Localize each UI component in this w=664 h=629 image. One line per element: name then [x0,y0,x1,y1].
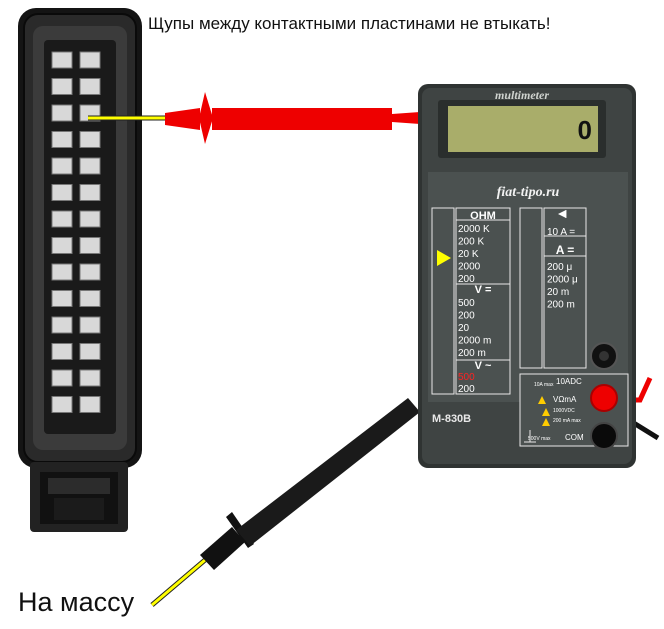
connector-pin [51,396,73,413]
ohm-range: 200 [458,274,475,285]
dca-range: 200 μ [547,262,572,273]
display-value: 0 [578,115,592,145]
dca-ranges: 200 μ 2000 μ20 m 200 m [547,262,578,311]
connector-pin [51,157,73,175]
connector-pin [79,237,101,254]
acv-range: 500 [458,372,475,383]
connector-pin [51,263,73,281]
connector-pin [79,290,101,307]
jack-vma-label: VΩmA [553,395,577,404]
connector-pin [51,343,73,360]
connector-pin [51,131,73,148]
connector-pins [51,51,101,413]
connector-pin [51,237,73,254]
connector-pin [79,210,101,228]
dcv-range: 2000 m [458,336,491,347]
connector-pin [79,316,101,334]
ground-label: На массу [18,587,135,617]
connector-pin [79,396,101,413]
connector-pin [79,131,101,148]
acv-heading: V ~ [475,360,492,372]
acv-range: 200 [458,384,475,395]
ac-max-label: 500V max [528,436,551,442]
dca-10a: 10 A = [547,227,575,238]
dca-range: 200 m [547,300,575,311]
dca-range: 20 m [547,287,569,298]
connector-pin [51,210,73,228]
connector-pin [51,369,73,387]
ohm-range: 20 K [458,249,479,260]
ohm-range: 200 K [458,237,484,248]
connector-pin [51,290,73,307]
connector-pin [79,369,101,387]
connector-pin [79,343,101,360]
meter-model: M-830B [432,413,471,425]
ohm-range: 2000 K [458,224,490,235]
dca-heading: A = [556,243,575,257]
ohm-range: 2000 [458,262,481,273]
dcv-range: 200 [458,311,475,322]
connector-pin [79,78,101,95]
dcv-range: 200 m [458,348,486,359]
max-v-label: 1000VDC [553,408,575,414]
meter-site: fiat-tipo.ru [497,185,560,200]
connector-pin [51,316,73,334]
connector-pin [51,184,73,201]
fuse-label: 10A max [534,382,554,388]
connector-pin [79,157,101,175]
multimeter: multimeter 0 fiat-tipo.ru OHM 2000 K 200 … [418,84,636,468]
connector-pin [79,263,101,281]
jack-com-label: COM [565,433,584,442]
ohm-heading: OHM [470,210,496,222]
connector-pin [79,51,101,69]
jack-vma[interactable] [590,384,618,412]
selector-pointer [437,250,451,266]
connector-pin [51,104,73,122]
connector-pin [51,51,73,69]
meter-brand: multimeter [495,88,549,102]
jack-10adc-label: 10ADC [556,377,582,386]
dca-range: 2000 μ [547,275,578,286]
connector-pin [51,78,73,95]
warning-text: Щупы между контактными пластинами не вты… [148,14,551,33]
connector-pin [79,184,101,201]
jack-com[interactable] [590,422,618,450]
max-ma-label: 200 mA max [553,418,581,424]
dcv-range: 20 [458,323,470,334]
lcd-display [448,106,598,152]
connector [18,8,142,532]
dcv-range: 500 [458,298,475,309]
dcv-heading: V = [475,284,492,296]
